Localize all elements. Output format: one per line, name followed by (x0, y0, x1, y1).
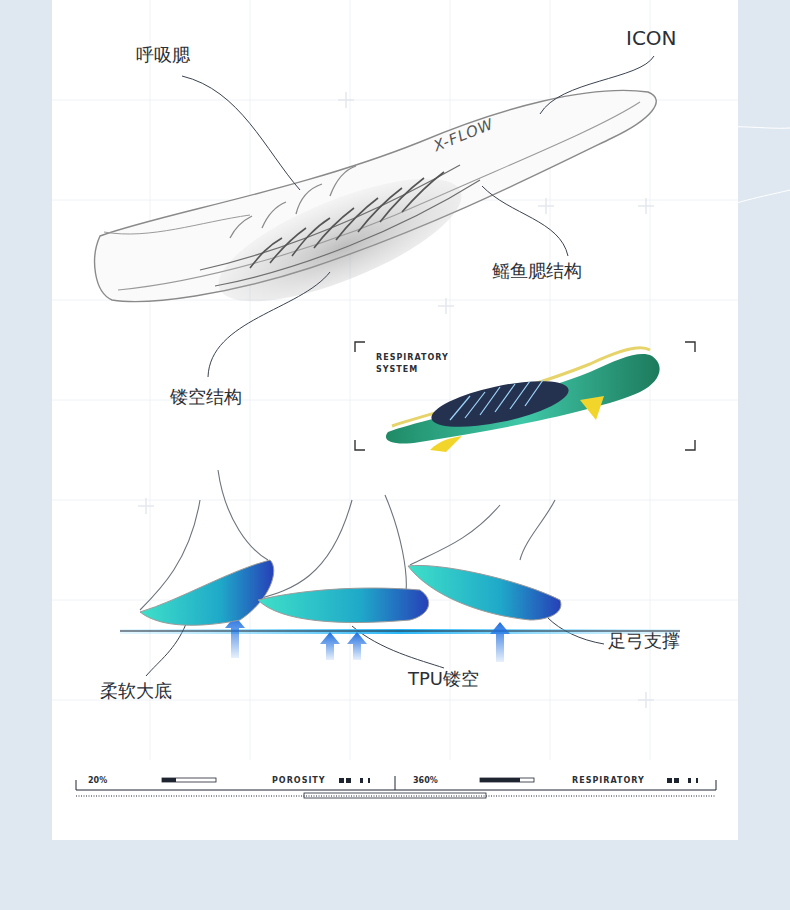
part-name: TPU镂空 (408, 668, 479, 690)
part-name: 足弓支撑 (608, 630, 680, 652)
panel-caption: RESPIRATORY SYSTEM (376, 352, 462, 376)
part-name: 呼吸腮 (136, 44, 190, 66)
part-name: 镂空结构 (170, 386, 242, 408)
part-name: ICON (626, 26, 677, 50)
scale-value: 20% (88, 776, 107, 786)
scale-value: 360% (413, 776, 438, 786)
logo-text: X-FLOW (567, 354, 595, 370)
part-name: 柔软大底 (100, 680, 172, 702)
part-name: 鳐鱼腮结构 (492, 260, 582, 282)
scale-name: POROSITY (272, 776, 326, 786)
scale-name: RESPIRATORY (572, 776, 645, 786)
logo-text: X-FLOW (431, 115, 497, 155)
